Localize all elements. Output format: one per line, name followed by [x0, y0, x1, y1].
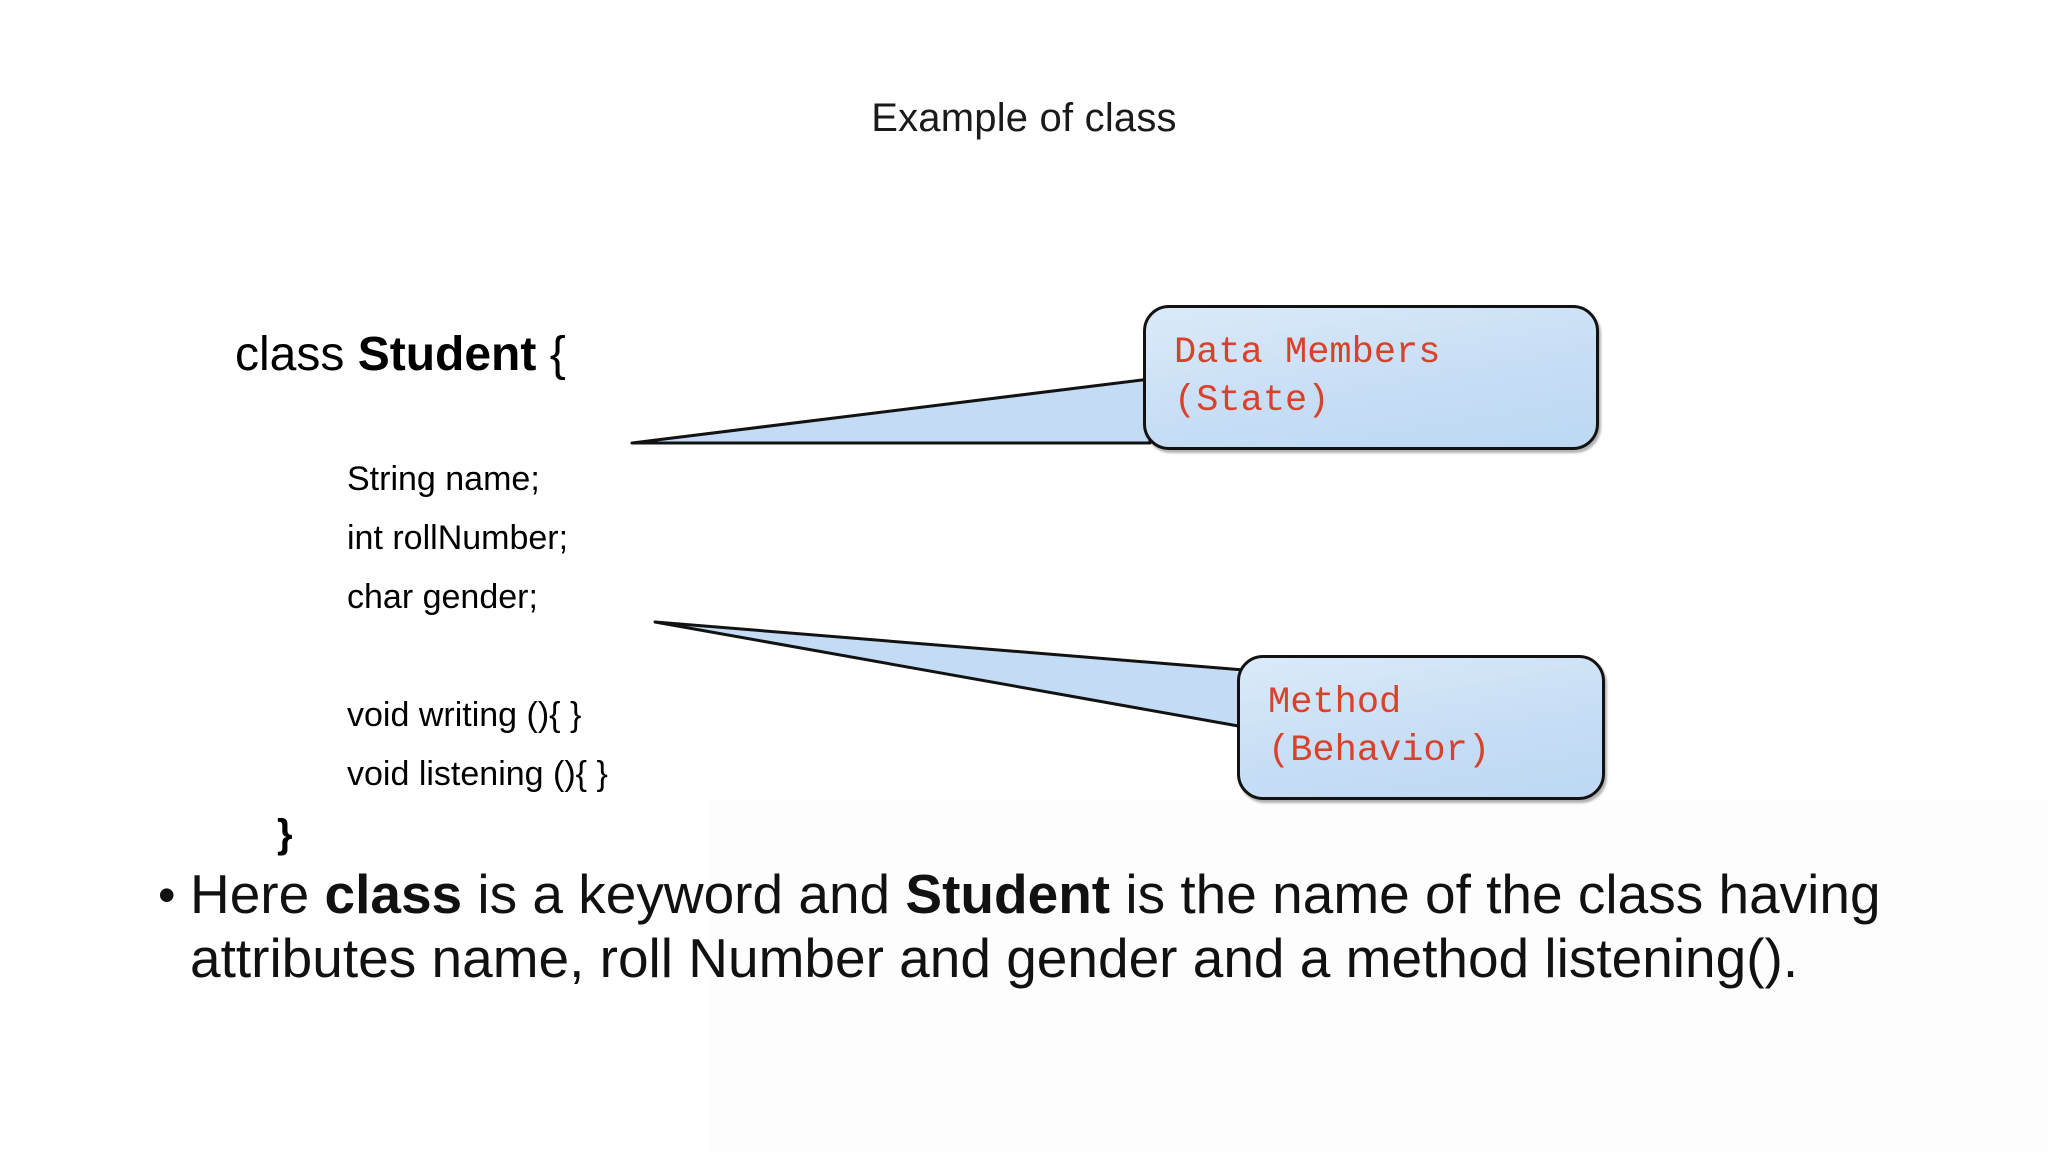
- callout-data-members-line1: Data Members: [1174, 332, 1441, 375]
- field-declaration-name: String name;: [347, 459, 540, 498]
- close-brace: }: [277, 812, 293, 856]
- explanation-text: Here class is a keyword and Student is t…: [150, 862, 1930, 991]
- class-keyword: class: [235, 328, 345, 381]
- field-declaration-gender: char gender;: [347, 577, 538, 616]
- page-title: Example of class: [871, 96, 1177, 140]
- code-blank-line: [155, 626, 915, 685]
- open-brace: {: [549, 328, 566, 381]
- code-listing: class Student { String name; int rollNum…: [155, 283, 915, 865]
- callout-method-behavior-line1: Method: [1268, 682, 1402, 725]
- field-declaration-rollnumber: int rollNumber;: [347, 518, 569, 557]
- callout-method-behavior-line2: (Behavior): [1268, 729, 1491, 772]
- explanation-bullet: • Here class is a keyword and Student is…: [150, 862, 1930, 991]
- callout-data-members: Data Members (State): [1143, 305, 1599, 450]
- explanation-part-3: is the name of the class having attribut…: [190, 863, 1881, 990]
- explanation-part-1: Here: [190, 863, 325, 925]
- explanation-part-2: is a keyword and: [462, 863, 906, 925]
- bullet-marker-icon: •: [158, 867, 176, 923]
- explanation-keyword-class: class: [324, 863, 463, 925]
- class-declaration-line: class Student {: [155, 283, 915, 427]
- method-declaration-listening: void listening (){ }: [347, 754, 608, 793]
- class-name: Student: [357, 328, 537, 381]
- callout-data-members-line2: (State): [1174, 379, 1330, 422]
- method-declaration-writing: void writing (){ }: [347, 695, 582, 734]
- explanation-keyword-student: Student: [905, 863, 1111, 925]
- callout-method-behavior: Method (Behavior): [1237, 655, 1605, 800]
